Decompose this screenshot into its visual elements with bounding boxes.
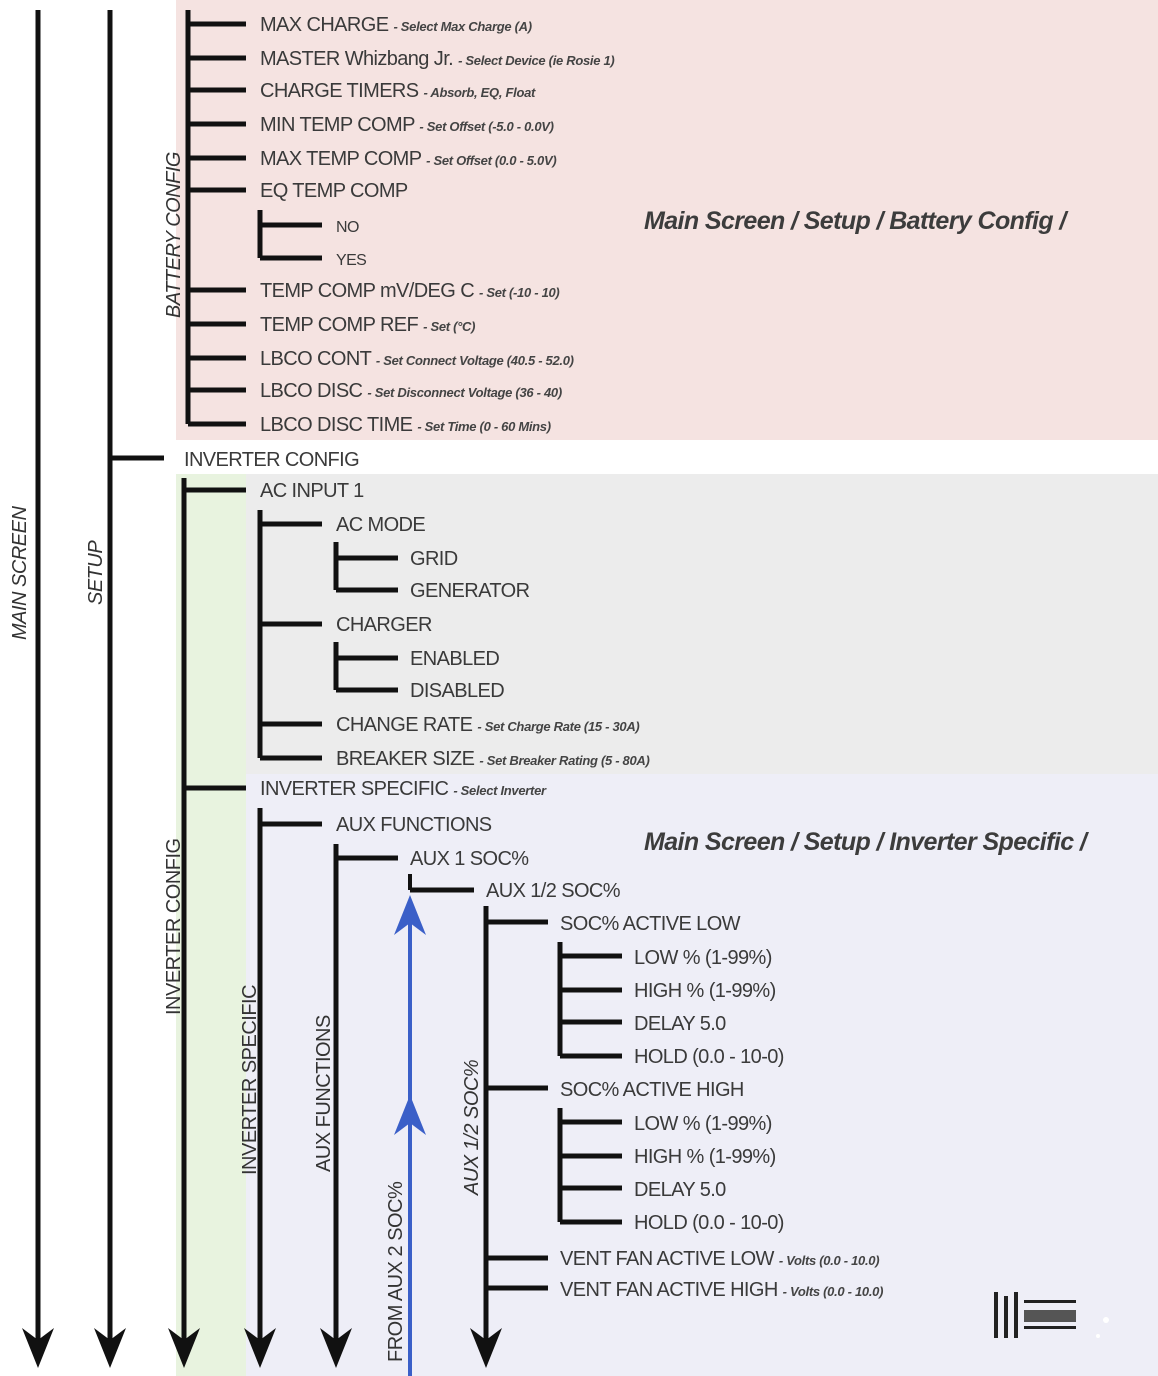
- active-low-delay[interactable]: DELAY 5.0: [634, 1013, 727, 1035]
- battery-item-lbco-cont[interactable]: LBCO CONT - Set Connect Voltage (40.5 - …: [260, 348, 574, 370]
- inverter-config-trunk: [168, 478, 398, 1368]
- inverter-specific-axis-label: INVERTER SPECIFIC: [239, 985, 261, 1175]
- battery-item-lbco-disc[interactable]: LBCO DISC - Set Disconnect Voltage (36 -…: [260, 380, 562, 402]
- battery-item-temp-comp-mv[interactable]: TEMP COMP mV/DEG C - Set (-10 - 10): [260, 280, 560, 302]
- aux-functions[interactable]: AUX FUNCTIONS: [336, 814, 492, 836]
- soc-active-high[interactable]: SOC% ACTIVE HIGH: [560, 1079, 744, 1101]
- aux-1-soc[interactable]: AUX 1 SOC%: [410, 848, 530, 870]
- ac-mode-generator[interactable]: GENERATOR: [410, 580, 530, 602]
- eq-option-yes[interactable]: YES: [336, 252, 367, 269]
- battery-config-panel: [176, 0, 1158, 440]
- battery-item-charge-timers[interactable]: CHARGE TIMERS - Absorb, EQ, Float: [260, 80, 536, 102]
- midnite-solar-logo: [994, 1282, 1141, 1366]
- svg-text:LBCO DISC - Set Disconnect Vol: LBCO DISC - Set Disconnect Voltage (36 -…: [260, 380, 562, 402]
- svg-text:EQ TEMP COMP: EQ TEMP COMP: [260, 180, 408, 202]
- eq-option-no[interactable]: NO: [336, 219, 360, 236]
- vent-fan-active-low[interactable]: VENT FAN ACTIVE LOW - Volts (0.0 - 10.0): [560, 1248, 880, 1270]
- battery-item-master[interactable]: MASTER Whizbang Jr. - Select Device (ie …: [260, 48, 615, 70]
- battery-item-max-temp-comp[interactable]: MAX TEMP COMP - Set Offset (0.0 - 5.0V): [260, 148, 557, 170]
- from-aux2-label: FROM AUX 2 SOC%: [385, 1181, 407, 1362]
- aux12-trunk: [470, 906, 622, 1368]
- charger-disabled[interactable]: DISABLED: [410, 680, 505, 702]
- aux12-axis-label: AUX 1/2 SOC%: [461, 1060, 483, 1196]
- inverter-specific-breadcrumb: Main Screen / Setup / Inverter Specific …: [644, 828, 1090, 856]
- setup-axis-label: SETUP: [85, 540, 107, 605]
- battery-item-eq-temp-comp[interactable]: EQ TEMP COMP: [260, 180, 409, 202]
- svg-text:CHANGE RATE - Set Charge Rate: CHANGE RATE - Set Charge Rate (15 - 30A): [336, 714, 639, 736]
- battery-item-lbco-disc-time[interactable]: LBCO DISC TIME - Set Time (0 - 60 Mins): [260, 414, 551, 436]
- charger-enabled[interactable]: ENABLED: [410, 648, 500, 670]
- setup-trunk: [94, 10, 164, 1368]
- inverter-config-green-strip: [176, 474, 246, 1376]
- breaker-size[interactable]: BREAKER SIZE - Set Breaker Rating (5 - 8…: [336, 748, 650, 770]
- svg-text:MASTER Whizbang Jr. - Select D: MASTER Whizbang Jr. - Select Device (ie …: [260, 48, 614, 70]
- ac-mode-grid[interactable]: GRID: [410, 548, 458, 570]
- battery-config-breadcrumb: Main Screen / Setup / Battery Config /: [644, 207, 1069, 235]
- inverter-config-label[interactable]: INVERTER CONFIG: [184, 449, 360, 471]
- inverter-config-panel: [246, 474, 1158, 774]
- active-low-low[interactable]: LOW % (1-99%): [634, 947, 772, 969]
- svg-text:TEMP COMP mV/DEG C - Set (-10: TEMP COMP mV/DEG C - Set (-10 - 10): [260, 280, 559, 302]
- svg-text:TEMP COMP REF - Set (°C): TEMP COMP REF - Set (°C): [260, 314, 475, 336]
- soc-active-low[interactable]: SOC% ACTIVE LOW: [560, 913, 741, 935]
- ac-mode[interactable]: AC MODE: [336, 514, 426, 536]
- svg-text:MAX CHARGE - Select Max Charge: MAX CHARGE - Select Max Charge (A): [260, 14, 532, 36]
- inverter-config-axis-label: INVERTER CONFIG: [163, 838, 185, 1015]
- inverter-specific-item[interactable]: INVERTER SPECIFIC - Select Inverter: [260, 778, 547, 800]
- active-high-hold[interactable]: HOLD (0.0 - 10-0): [634, 1212, 784, 1234]
- svg-text:VENT FAN ACTIVE HIGH - Volts (: VENT FAN ACTIVE HIGH - Volts (0.0 - 10.0…: [560, 1279, 883, 1301]
- battery-config-trunk: [185, 10, 322, 427]
- svg-text:CHARGE TIMERS - Absorb, EQ, Fl: CHARGE TIMERS - Absorb, EQ, Float: [260, 80, 536, 102]
- inverter-specific-panel: [246, 774, 1158, 1376]
- active-high-delay[interactable]: DELAY 5.0: [634, 1179, 727, 1201]
- svg-text:LBCO DISC TIME - Set Time (0 -: LBCO DISC TIME - Set Time (0 - 60 Mins): [260, 414, 551, 436]
- battery-item-min-temp-comp[interactable]: MIN TEMP COMP - Set Offset (-5.0 - 0.0V): [260, 114, 554, 136]
- active-high-low[interactable]: LOW % (1-99%): [634, 1113, 772, 1135]
- svg-text:LBCO CONT - Set Connect Voltag: LBCO CONT - Set Connect Voltage (40.5 - …: [260, 348, 574, 370]
- main-screen-axis-label: MAIN SCREEN: [9, 506, 31, 640]
- main-screen-trunk: [22, 10, 54, 1368]
- aux-functions-axis-label: AUX FUNCTIONS: [313, 1015, 335, 1172]
- charger[interactable]: CHARGER: [336, 614, 433, 636]
- change-rate[interactable]: CHANGE RATE - Set Charge Rate (15 - 30A): [336, 714, 640, 736]
- svg-text:MIN TEMP COMP - Set Offset (-5: MIN TEMP COMP - Set Offset (-5.0 - 0.0V): [260, 114, 554, 136]
- vent-fan-active-high[interactable]: VENT FAN ACTIVE HIGH - Volts (0.0 - 10.0…: [560, 1279, 883, 1301]
- active-low-high[interactable]: HIGH % (1-99%): [634, 980, 776, 1002]
- active-high-high[interactable]: HIGH % (1-99%): [634, 1146, 776, 1168]
- ac-input-1[interactable]: AC INPUT 1: [260, 480, 365, 502]
- battery-item-temp-comp-ref[interactable]: TEMP COMP REF - Set (°C): [260, 314, 475, 336]
- aux-12-soc[interactable]: AUX 1/2 SOC%: [486, 880, 621, 902]
- svg-text:MAX TEMP COMP - Set Offset (0.: MAX TEMP COMP - Set Offset (0.0 - 5.0V): [260, 148, 556, 170]
- inverter-specific-trunk: [244, 808, 474, 1368]
- active-low-hold[interactable]: HOLD (0.0 - 10-0): [634, 1046, 784, 1068]
- battery-item-max-charge[interactable]: MAX CHARGE - Select Max Charge (A): [260, 14, 532, 36]
- battery-config-axis-label: BATTERY CONFIG: [163, 152, 185, 318]
- from-aux2-arrow: [394, 895, 426, 1376]
- svg-text:INVERTER SPECIFIC - Select Inv: INVERTER SPECIFIC - Select Inverter: [260, 778, 547, 800]
- svg-text:BREAKER SIZE - Set Breaker Rat: BREAKER SIZE - Set Breaker Rating (5 - 8…: [336, 748, 650, 770]
- svg-text:VENT FAN ACTIVE LOW - Volts (0: VENT FAN ACTIVE LOW - Volts (0.0 - 10.0): [560, 1248, 879, 1270]
